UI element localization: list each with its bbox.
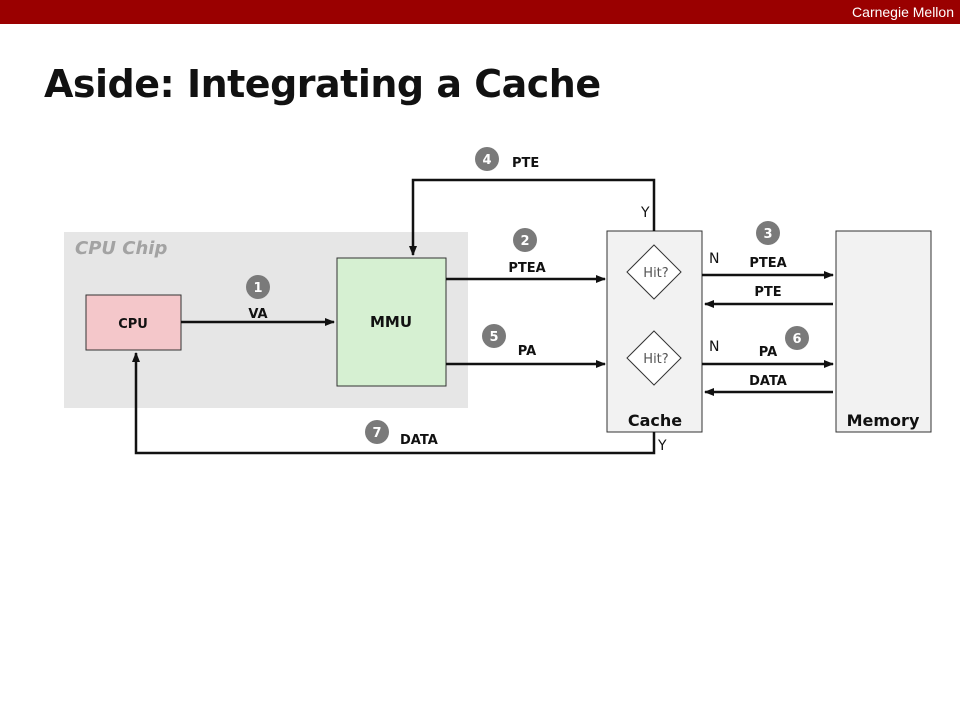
mmu-label: MMU	[370, 313, 412, 331]
step-number-2: 2	[520, 234, 529, 249]
memory-box	[835, 230, 932, 433]
pte-to-mmu-label: PTE	[512, 156, 539, 171]
step-number-6: 6	[792, 332, 801, 347]
pa-to-cache-label: PA	[518, 344, 536, 359]
hit-diamond-top	[626, 244, 682, 300]
step-number-5: 5	[489, 330, 498, 345]
step-badge-5: 5	[482, 324, 506, 348]
data-from-memory-label: DATA	[749, 374, 787, 389]
ptea-to-memory-label: PTEA	[749, 256, 786, 271]
step-badge-2: 2	[513, 228, 537, 252]
mmu-box	[336, 257, 447, 387]
slide-title: Aside: Integrating a Cache	[44, 62, 601, 106]
hit-diamond-bottom	[626, 330, 682, 386]
step-number-1: 1	[253, 281, 262, 296]
step-badge-4: 4	[475, 147, 499, 171]
step-number-4: 4	[482, 153, 491, 168]
step-badge-3: 3	[756, 221, 780, 245]
pte-to-mmu-arrow	[409, 178, 656, 256]
hit-yes-label-bottom: Y	[657, 438, 667, 454]
institution-name: Carnegie Mellon	[852, 4, 954, 20]
data-to-cpu-arrow	[132, 352, 656, 455]
header-banner: Carnegie Mellon	[0, 0, 960, 24]
pte-from-memory-label: PTE	[754, 285, 781, 300]
hit-yes-label-top: Y	[640, 205, 650, 221]
miss-no-label-bottom: N	[709, 339, 719, 355]
cpu-chip-label: CPU Chip	[75, 238, 167, 259]
pa-to-memory-label: PA	[759, 345, 777, 360]
cache-label: Cache	[628, 411, 682, 430]
va-label: VA	[248, 307, 267, 322]
step-badge-1: 1	[246, 275, 270, 299]
hit-label-top: Hit?	[643, 266, 668, 281]
ptea-to-cache-label: PTEA	[508, 261, 545, 276]
hit-label-bottom: Hit?	[643, 352, 668, 367]
cpu-label: CPU	[118, 317, 148, 332]
step-number-3: 3	[763, 227, 772, 242]
data-to-cpu-label: DATA	[400, 433, 438, 448]
step-number-7: 7	[372, 426, 381, 441]
memory-label: Memory	[847, 411, 920, 430]
miss-no-label-top: N	[709, 251, 719, 267]
step-badge-7: 7	[365, 420, 389, 444]
cpu-box	[85, 294, 182, 351]
step-badge-6: 6	[785, 326, 809, 350]
